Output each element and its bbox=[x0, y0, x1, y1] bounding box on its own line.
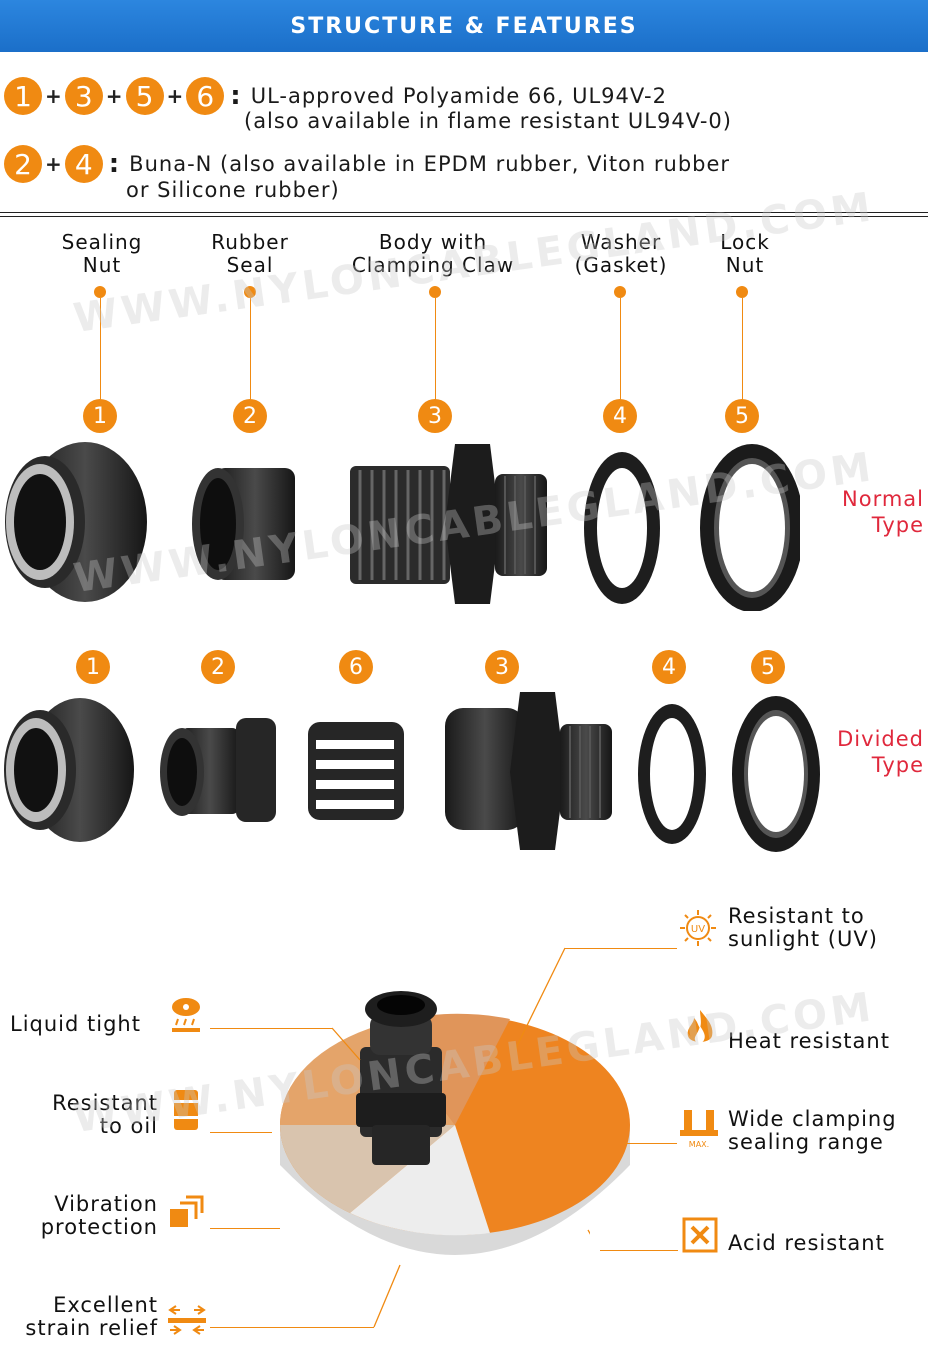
feature-leader-line bbox=[210, 1132, 272, 1133]
leader-dot bbox=[429, 286, 441, 298]
part-number-5: 5 bbox=[725, 399, 759, 433]
badge-3: 3 bbox=[64, 77, 103, 115]
clamping-range-icon: MAX. bbox=[678, 1108, 718, 1149]
uv-sun-icon: UV bbox=[678, 908, 718, 948]
part-number-4: 4 bbox=[652, 650, 686, 684]
normal-type-parts-photo bbox=[5, 442, 800, 611]
washer-part bbox=[584, 452, 660, 604]
badge-4: 4 bbox=[64, 145, 103, 183]
feature-disc-photo bbox=[279, 991, 630, 1255]
leader-line bbox=[742, 298, 743, 400]
oil-barrel-icon bbox=[166, 1090, 206, 1130]
part-number-2: 2 bbox=[233, 399, 267, 433]
feature-leader-line bbox=[565, 948, 677, 949]
part-number-4: 4 bbox=[603, 399, 637, 433]
rubber-seal-part bbox=[160, 718, 276, 822]
feature-liquid-label: Liquid tight bbox=[10, 1012, 141, 1036]
feature-leader-line bbox=[625, 1143, 677, 1144]
legend-polyamide-text: UL-approved Polyamide 66, UL94V-2 bbox=[250, 83, 667, 108]
leader-dot bbox=[94, 286, 106, 298]
feature-leader-line bbox=[210, 1327, 374, 1328]
body-part bbox=[350, 444, 547, 604]
body-part bbox=[445, 692, 612, 850]
leader-line bbox=[100, 298, 101, 400]
legend-row-polyamide: 1 + 3 + 5 + 6 : UL-approved Polyamide 66… bbox=[4, 77, 667, 115]
leader-line bbox=[250, 298, 251, 400]
leader-line bbox=[620, 298, 621, 400]
leader-dot bbox=[736, 286, 748, 298]
flame-icon bbox=[680, 1008, 720, 1048]
part-number-5: 5 bbox=[751, 650, 785, 684]
divider-top bbox=[0, 212, 928, 213]
rain-cloud-icon bbox=[166, 995, 206, 1035]
feature-leader-line bbox=[210, 1028, 332, 1029]
clamping-claw-part bbox=[308, 722, 404, 820]
strain-relief-icon bbox=[166, 1300, 206, 1340]
rubber-seal-part bbox=[192, 468, 295, 580]
legend-rubber-text: Buna-N (also available in EPDM rubber, V… bbox=[129, 151, 731, 176]
sealing-nut-part bbox=[4, 698, 134, 842]
svg-text:MAX.: MAX. bbox=[689, 1140, 709, 1149]
feature-leader-line bbox=[600, 1250, 678, 1251]
feature-heat-label: Heat resistant bbox=[728, 1029, 890, 1053]
legend-row-rubber: 2 + 4 : Buna-N (also available in EPDM r… bbox=[4, 145, 730, 183]
badge-2: 2 bbox=[4, 145, 42, 183]
header-banner: STRUCTURE & FEATURES bbox=[0, 0, 928, 52]
leader-dot bbox=[614, 286, 626, 298]
lock-nut-part bbox=[732, 696, 820, 852]
part-number-2: 2 bbox=[201, 650, 235, 684]
feature-leader-line bbox=[210, 1228, 280, 1229]
divided-type-parts-photo bbox=[4, 692, 820, 852]
part-number-6: 6 bbox=[339, 650, 373, 684]
part-number-3: 3 bbox=[485, 650, 519, 684]
leader-dot bbox=[244, 286, 256, 298]
label-washer: Washer(Gasket) bbox=[574, 230, 668, 277]
part-number-1: 1 bbox=[76, 650, 110, 684]
acid-x-icon bbox=[680, 1215, 720, 1255]
badge-5: 5 bbox=[125, 77, 164, 115]
lock-nut-part bbox=[700, 444, 800, 611]
legend-polyamide-note: (also available in flame resistant UL94V… bbox=[244, 109, 732, 133]
legend-rubber-note: or Silicone rubber) bbox=[126, 178, 340, 202]
vibration-icon bbox=[166, 1192, 206, 1232]
page-title: STRUCTURE & FEATURES bbox=[290, 13, 638, 39]
leader-line bbox=[435, 298, 436, 400]
divider-bottom bbox=[0, 216, 928, 217]
washer-part bbox=[638, 704, 706, 844]
feature-diagonal-leaders bbox=[331, 947, 590, 1328]
part-number-1: 1 bbox=[83, 399, 117, 433]
svg-text:UV: UV bbox=[691, 924, 705, 935]
sealing-nut-part bbox=[5, 442, 147, 602]
badge-1: 1 bbox=[4, 77, 42, 115]
badge-6: 6 bbox=[186, 77, 225, 115]
feature-acid-label: Acid resistant bbox=[728, 1231, 885, 1255]
part-number-3: 3 bbox=[418, 399, 452, 433]
